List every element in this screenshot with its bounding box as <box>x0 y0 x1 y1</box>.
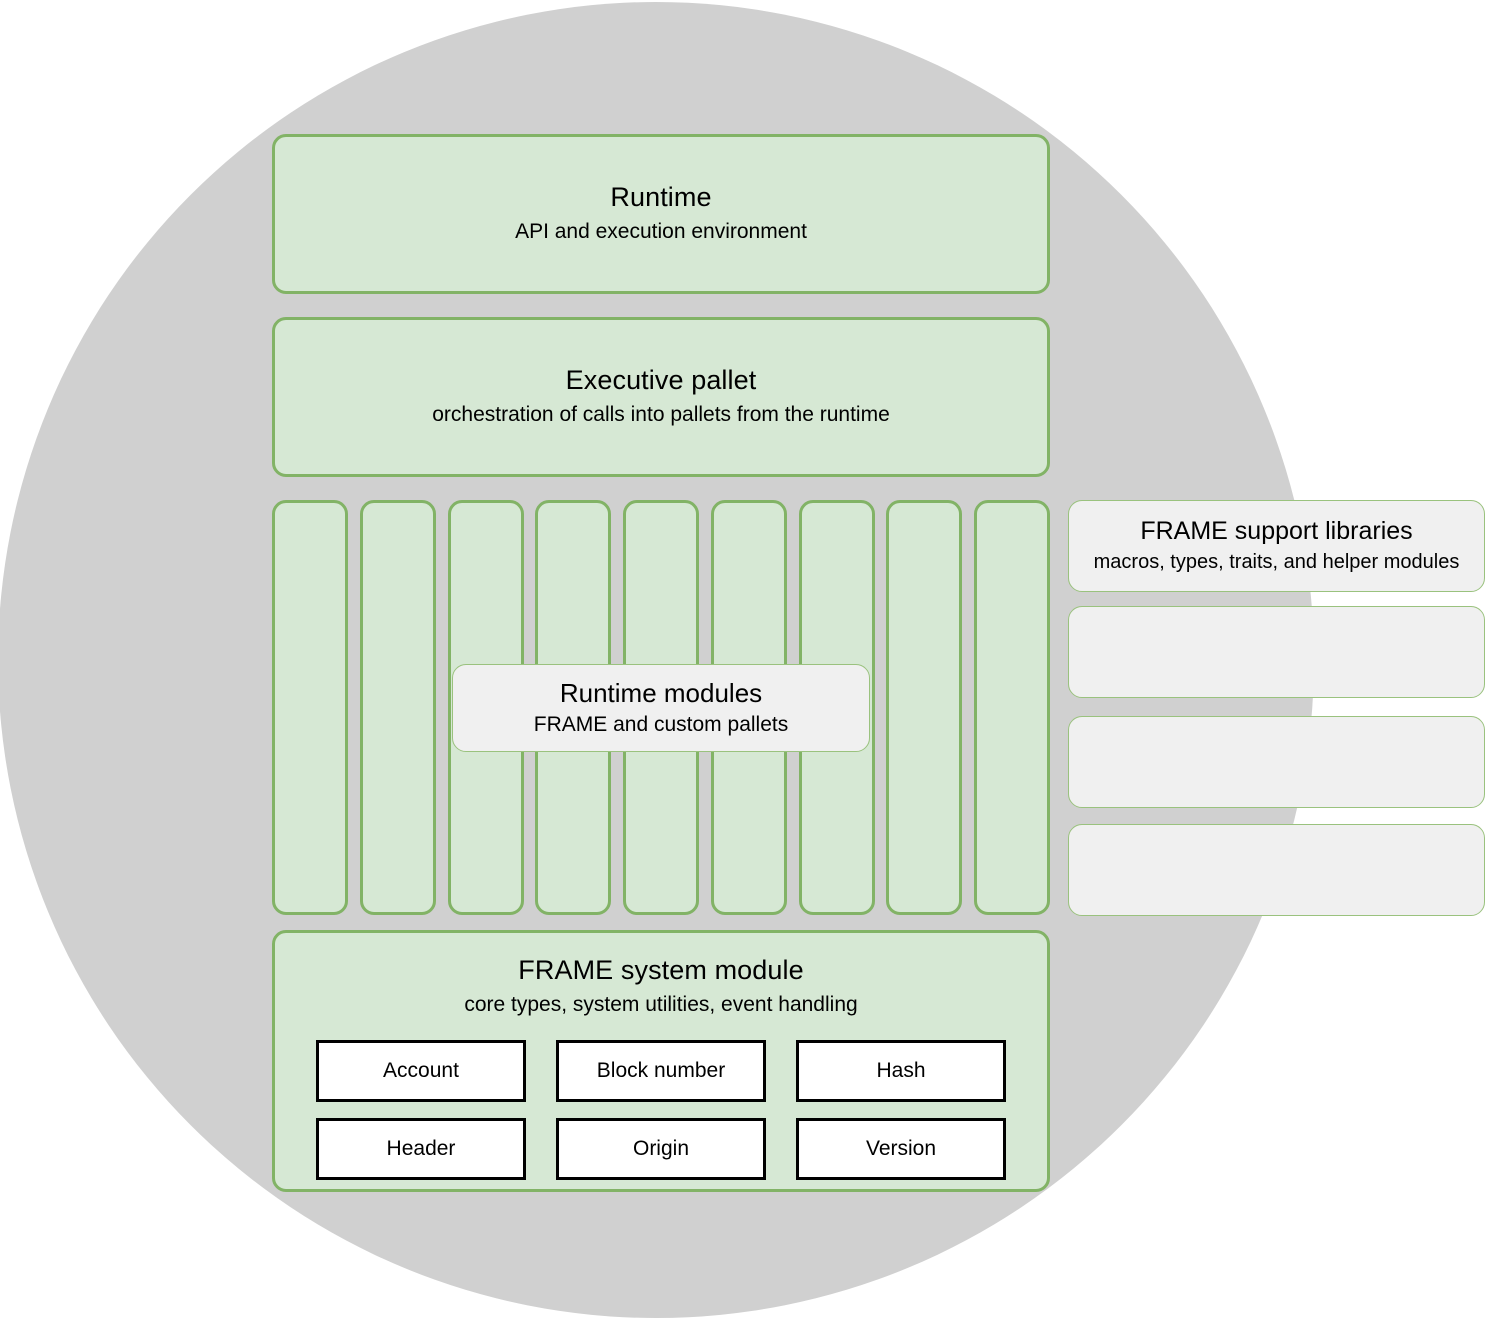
support-panel-empty[interactable] <box>1068 716 1485 808</box>
pallet-column[interactable] <box>272 500 348 915</box>
runtime-modules-panel[interactable]: Runtime modules FRAME and custom pallets <box>452 664 870 752</box>
runtime-modules-subtitle: FRAME and custom pallets <box>533 713 789 737</box>
runtime-title: Runtime <box>610 182 712 213</box>
pallet-column[interactable] <box>974 500 1050 915</box>
runtime-subtitle: API and execution environment <box>515 220 807 244</box>
support-panel-title: FRAME support libraries <box>1140 516 1413 545</box>
system-type-cell[interactable]: Version <box>796 1118 1006 1181</box>
system-type-cell[interactable]: Hash <box>796 1040 1006 1103</box>
system-type-cell[interactable]: Origin <box>556 1118 766 1181</box>
system-type-cell[interactable]: Block number <box>556 1040 766 1103</box>
runtime-modules-title: Runtime modules <box>559 677 763 708</box>
system-type-cell[interactable]: Account <box>316 1040 526 1103</box>
system-module-title: FRAME system module <box>518 955 804 985</box>
pallet-column[interactable] <box>886 500 963 915</box>
support-panel-empty[interactable] <box>1068 606 1485 698</box>
executive-pallet-subtitle: orchestration of calls into pallets from… <box>432 403 890 427</box>
support-panel-empty[interactable] <box>1068 824 1485 916</box>
frame-system-module-panel[interactable]: FRAME system module core types, system u… <box>272 930 1050 1192</box>
system-type-cell[interactable]: Header <box>316 1118 526 1181</box>
support-panel-subtitle: macros, types, traits, and helper module… <box>1093 551 1460 574</box>
runtime-panel[interactable]: Runtime API and execution environment <box>272 134 1050 294</box>
pallet-column[interactable] <box>359 500 436 915</box>
executive-pallet-title: Executive pallet <box>565 365 757 396</box>
system-module-subtitle: core types, system utilities, event hand… <box>464 992 858 1016</box>
executive-pallet-panel[interactable]: Executive pallet orchestration of calls … <box>272 317 1050 477</box>
frame-support-libraries-panel[interactable]: FRAME support libraries macros, types, t… <box>1068 500 1485 592</box>
system-types-grid: Account Block number Hash Header Origin … <box>316 1040 1006 1181</box>
